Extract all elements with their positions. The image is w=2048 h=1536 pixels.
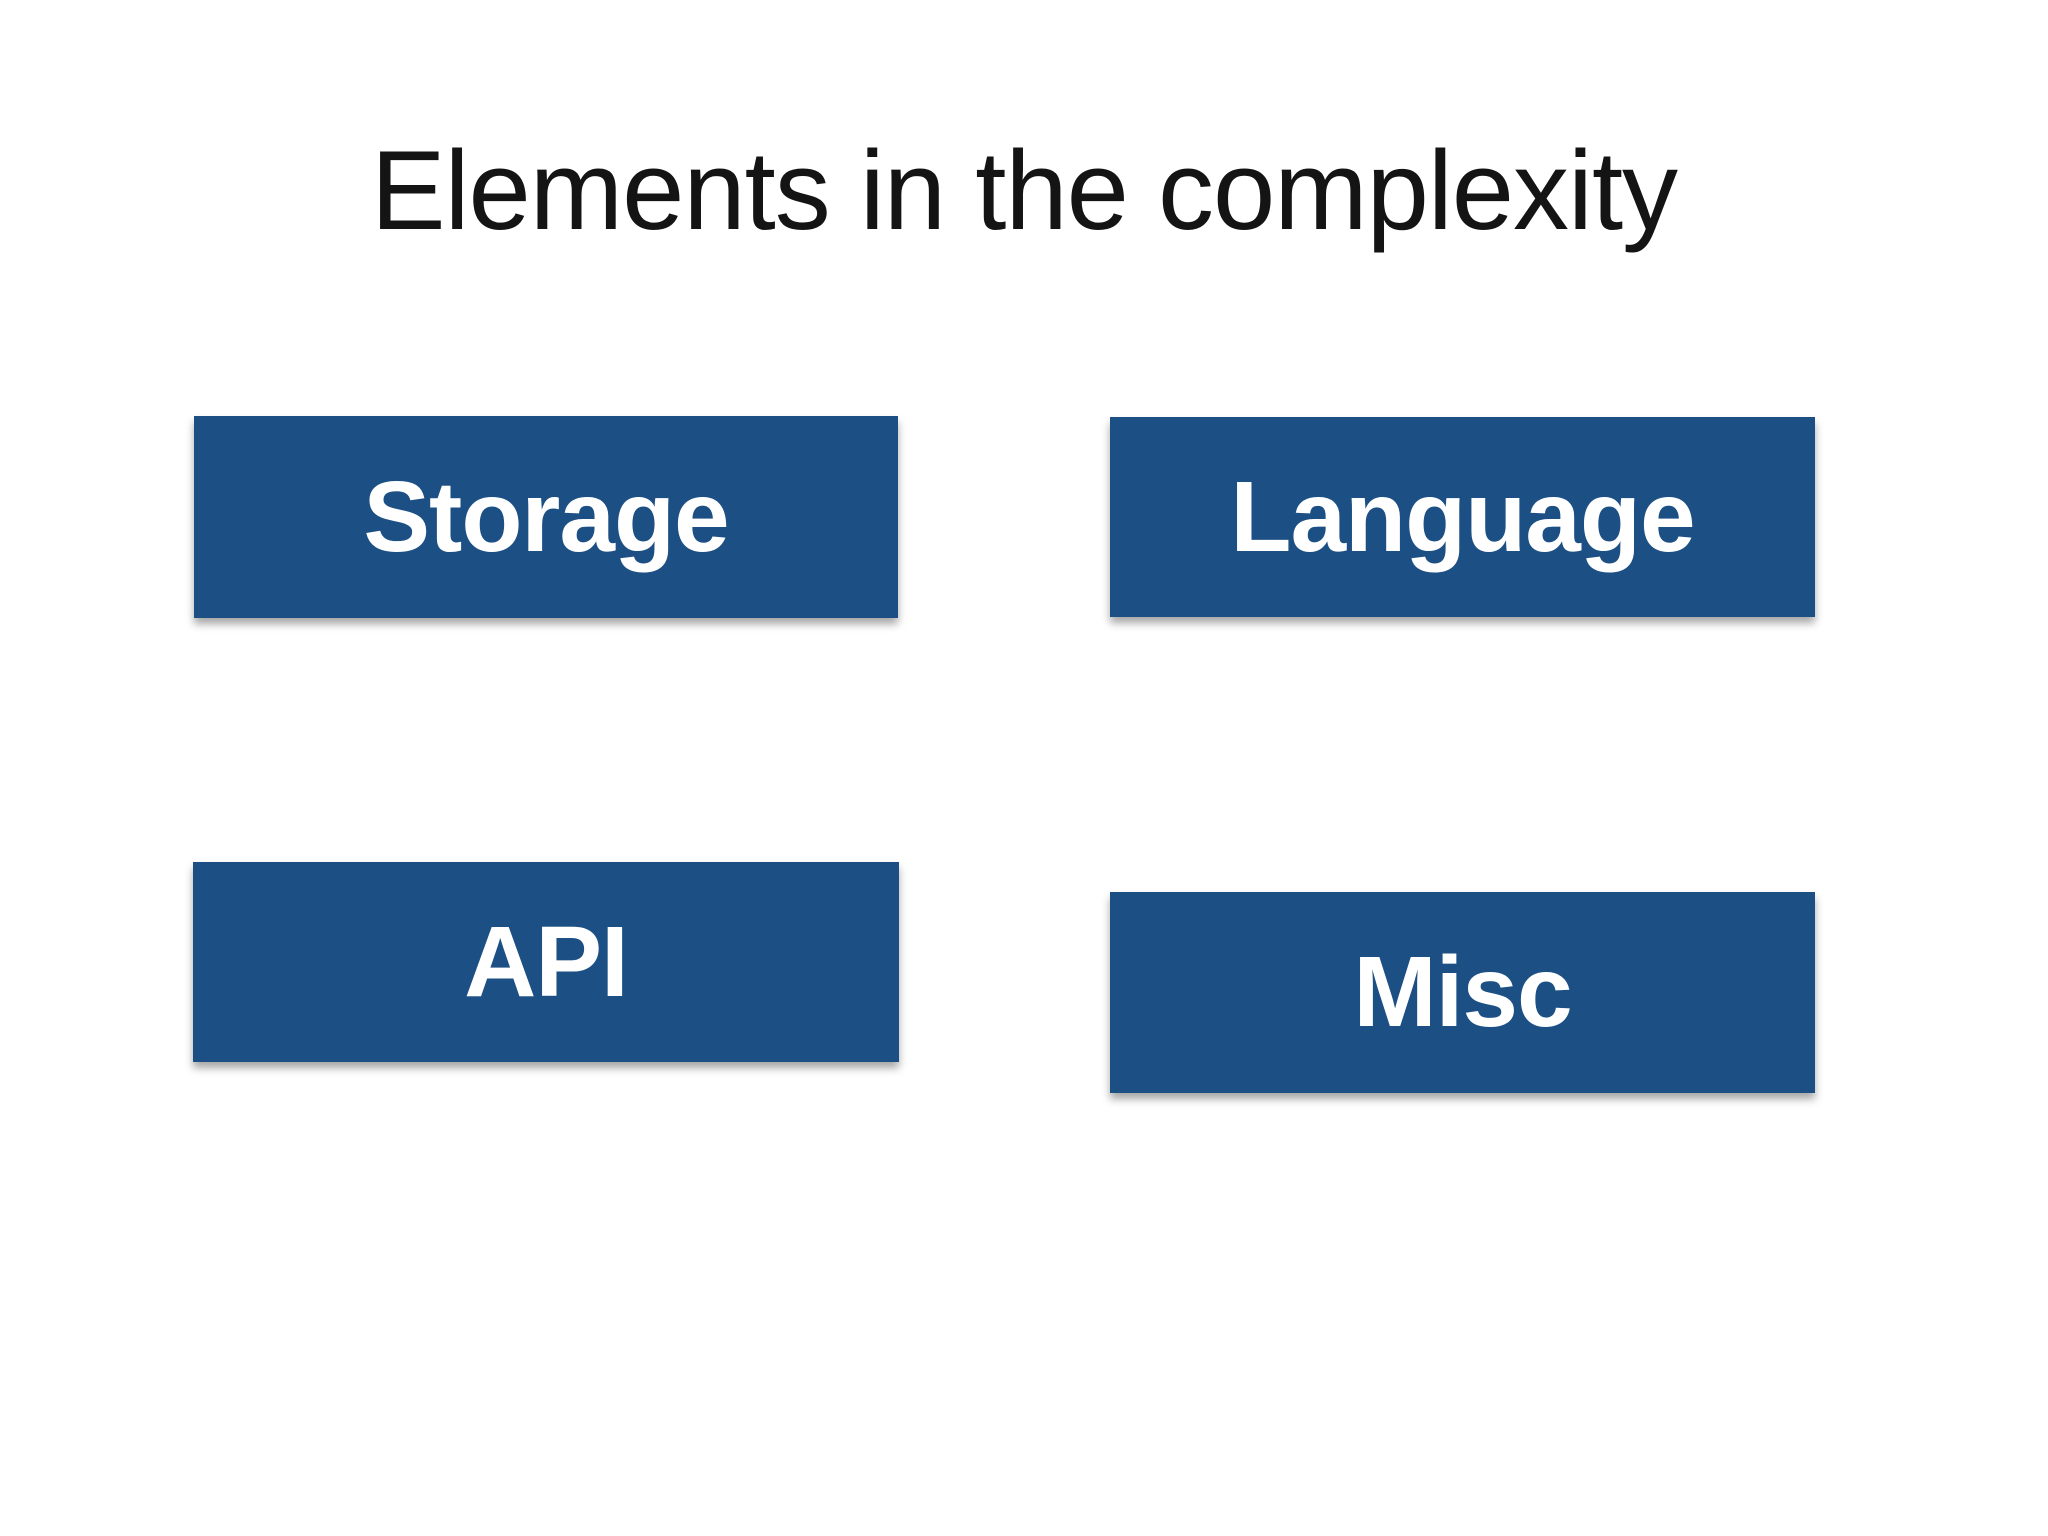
box-api-label: API <box>464 905 629 1018</box>
box-language: Language <box>1110 417 1815 617</box>
slide-title: Elements in the complexity <box>370 128 1678 253</box>
box-storage: Storage <box>194 416 898 618</box>
box-misc: Misc <box>1110 892 1815 1093</box>
box-misc-label: Misc <box>1353 936 1572 1048</box>
box-api: API <box>193 862 899 1062</box>
box-language-label: Language <box>1230 460 1695 573</box>
box-storage-label: Storage <box>363 460 729 573</box>
